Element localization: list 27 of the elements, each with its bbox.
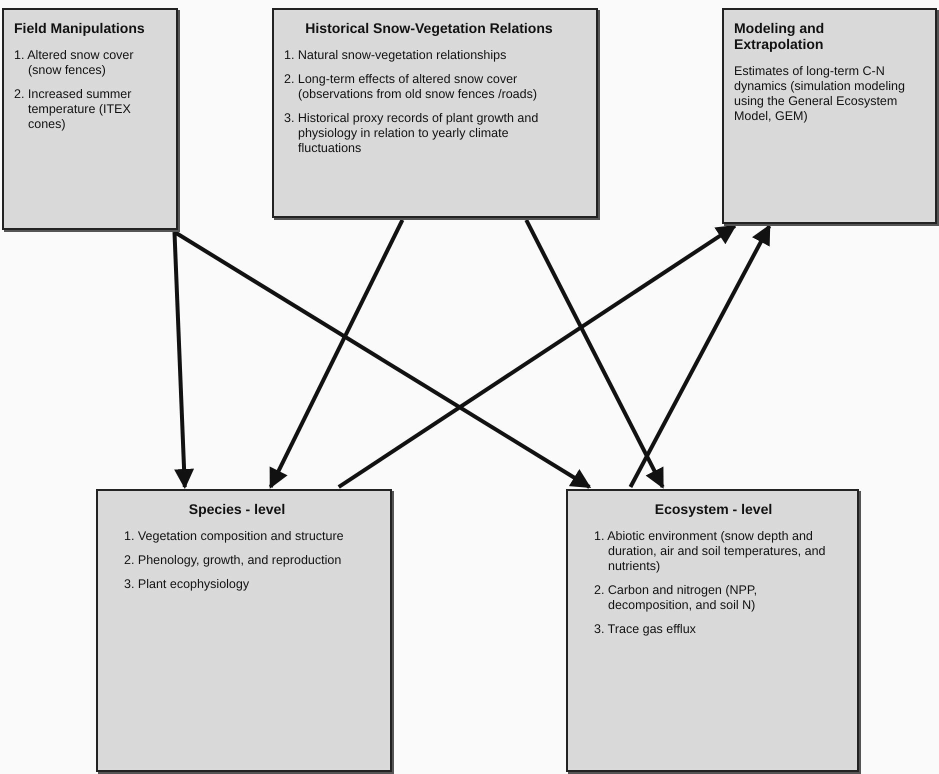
box-text: 1. Abiotic environment (snow depth and duration, air and soil temperatures, and nutrients) — [594, 529, 826, 574]
process-box — [272, 8, 598, 218]
process-box — [566, 489, 859, 772]
process-box — [722, 8, 937, 224]
box-text: Estimates of long-term C-N dynamics (simulation modeling using the General Ecosystem Model, GEM) — [734, 64, 906, 124]
box-text: 1. Altered snow cover (snow fences) — [14, 48, 135, 78]
arrow — [524, 219, 664, 489]
box-text: 3. Trace gas efflux — [594, 622, 697, 637]
process-box — [96, 489, 392, 772]
box-text: 2. Phenology, growth, and reproduction — [124, 553, 342, 568]
box-heading: Species - level — [188, 501, 286, 517]
box-text: 1. Natural snow-vegetation relationships — [284, 48, 508, 63]
arrow — [628, 224, 772, 488]
arrow — [268, 219, 404, 489]
box-heading: Historical Snow-Vegetation Relations — [304, 20, 554, 36]
box-text: 3. Historical proxy records of plant growth and physiology in relation to yearly climate fluctuations — [284, 111, 540, 156]
box-heading: Field Manipulations — [14, 20, 146, 36]
arrow — [172, 232, 194, 489]
box-text: 2. Carbon and nitrogen (NPP, decomposition, and soil N) — [594, 583, 758, 613]
box-text: 2. Long-term effects of altered snow cover (observations from old snow fences /roads) — [284, 72, 538, 102]
process-box — [2, 8, 178, 230]
arrow — [338, 224, 737, 489]
box-heading: Modeling and Extrapolation — [734, 20, 826, 52]
box-text: 3. Plant ecophysiology — [124, 577, 250, 592]
box-heading: Ecosystem - level — [654, 501, 774, 517]
box-text: 1. Vegetation composition and structure — [124, 529, 345, 544]
box-text: 2. Increased summer temperature (ITEX cones) — [14, 87, 132, 132]
